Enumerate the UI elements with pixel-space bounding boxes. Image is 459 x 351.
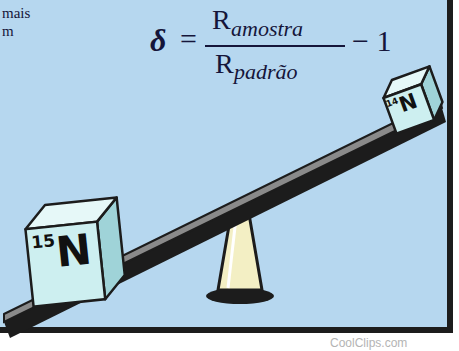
cropped-text: mais bbox=[2, 6, 30, 21]
element-symbol: N bbox=[54, 229, 93, 274]
panel-border bbox=[0, 0, 453, 333]
formula-operator: = bbox=[180, 24, 197, 54]
plank-top bbox=[4, 100, 442, 322]
formula-variable: R bbox=[212, 6, 231, 34]
formula-term: − 1 bbox=[352, 26, 391, 56]
formula-symbol: δ bbox=[150, 24, 166, 56]
fraction-bar bbox=[205, 45, 345, 47]
cropped-text: m bbox=[2, 24, 14, 39]
isotope-cube: 15N bbox=[21, 191, 132, 311]
plank-side bbox=[4, 108, 446, 338]
formula-subscript: amostra bbox=[231, 18, 303, 40]
formula-subscript: padrão bbox=[234, 61, 298, 83]
formula-variable: R bbox=[215, 50, 234, 78]
panel bbox=[0, 0, 447, 327]
cube-front bbox=[25, 222, 105, 307]
mass-number: 15 bbox=[31, 232, 56, 251]
cube-front bbox=[384, 84, 435, 133]
watermark: CoolClips.com bbox=[330, 337, 407, 349]
isotope-symbol: 15N bbox=[31, 229, 94, 277]
